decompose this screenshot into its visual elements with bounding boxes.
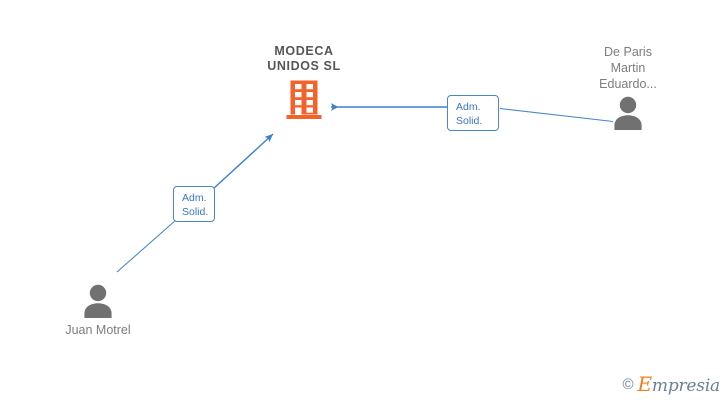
edge-left-head-line [212,133,274,190]
person-icon [84,284,112,318]
edge-label-adm-solid-left[interactable]: Adm. Solid. [173,186,215,222]
edge-label-adm-solid-right[interactable]: Adm. Solid. [447,95,499,131]
copyright-icon: © [622,376,634,393]
brand-rest: mpresia [651,376,720,396]
brand-initial: E [637,372,653,396]
watermark: © Empresia [622,374,720,395]
person-node-left[interactable]: Juan Motrel [23,284,173,338]
person-left-name-label: Juan Motrel [65,323,131,337]
person-node-right[interactable]: De Paris Martin Eduardo... [553,44,703,130]
edge-left-tail-line [116,219,177,273]
person-icon [614,96,642,130]
person-right-name-label: De Paris Martin Eduardo... [599,45,657,91]
brand-wordmark: Empresia [638,374,721,395]
company-node[interactable]: MODECA UNIDOS SL [229,44,379,120]
office-building-icon [286,80,322,119]
company-name-label: MODECA UNIDOS SL [267,44,341,73]
